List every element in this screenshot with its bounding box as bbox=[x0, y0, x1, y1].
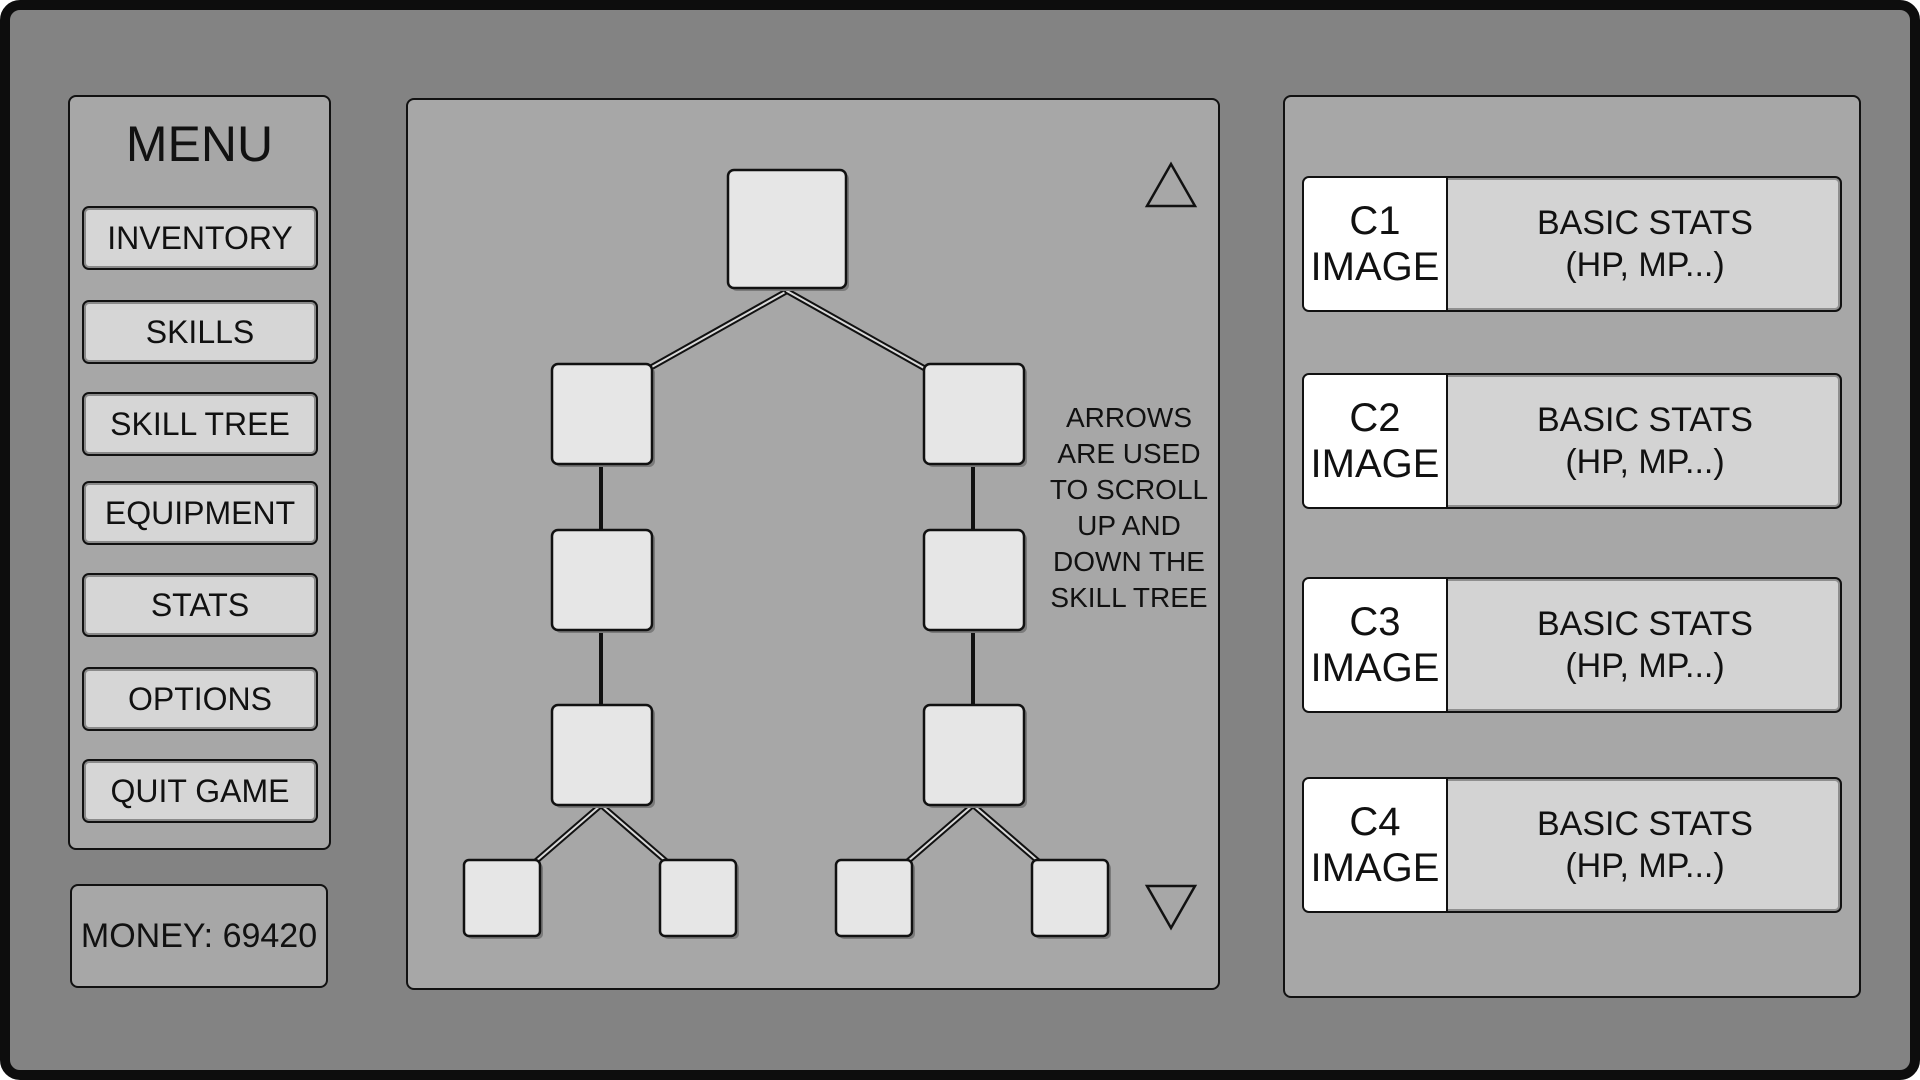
stats-detail: (HP, MP...) bbox=[1565, 443, 1725, 481]
character-portrait: C4 IMAGE bbox=[1304, 779, 1448, 911]
skill-node-right-3[interactable] bbox=[922, 703, 1027, 808]
stats-button[interactable]: STATS bbox=[82, 573, 318, 637]
skill-tree-button[interactable]: SKILL TREE bbox=[82, 392, 318, 456]
skill-node-right-4b[interactable] bbox=[1030, 858, 1111, 939]
stats-detail: (HP, MP...) bbox=[1565, 847, 1725, 885]
menu-title: MENU bbox=[125, 116, 274, 172]
options-button[interactable]: OPTIONS bbox=[82, 667, 318, 731]
stats-title: BASIC STATS bbox=[1536, 605, 1753, 643]
skill-node-left-2[interactable] bbox=[550, 528, 655, 633]
character-card-c3[interactable]: C3 IMAGE BASIC STATS (HP, MP...) bbox=[1302, 577, 1842, 713]
character-id: C1 bbox=[1349, 199, 1401, 243]
skill-node-left-4a[interactable] bbox=[462, 858, 543, 939]
stats-title: BASIC STATS bbox=[1536, 805, 1753, 843]
character-stats: BASIC STATS (HP, MP...) bbox=[1450, 579, 1840, 711]
quit-game-button[interactable]: QUIT GAME bbox=[82, 759, 318, 823]
character-id: C4 bbox=[1349, 800, 1401, 844]
scroll-hint-text: ARROWS ARE USED TO SCROLL UP AND DOWN TH… bbox=[1049, 402, 1209, 613]
inventory-button[interactable]: INVENTORY bbox=[82, 206, 318, 270]
skill-node-right-2[interactable] bbox=[922, 528, 1027, 633]
character-stats: BASIC STATS (HP, MP...) bbox=[1450, 779, 1840, 911]
triangle-up-icon[interactable] bbox=[1144, 161, 1198, 208]
money-display: MONEY: 69420 bbox=[70, 884, 328, 988]
skill-tree-links bbox=[532, 288, 1042, 865]
triangle-down-icon[interactable] bbox=[1144, 884, 1198, 931]
skill-node-left-3[interactable] bbox=[550, 703, 655, 808]
skill-node-right-1[interactable] bbox=[922, 362, 1027, 467]
stats-title: BASIC STATS bbox=[1536, 204, 1753, 242]
stats-detail: (HP, MP...) bbox=[1565, 246, 1725, 284]
character-id: C3 bbox=[1349, 600, 1401, 644]
skills-button[interactable]: SKILLS bbox=[82, 300, 318, 364]
skill-node-left-1[interactable] bbox=[550, 362, 655, 467]
character-card-c1[interactable]: C1 IMAGE BASIC STATS (HP, MP...) bbox=[1302, 176, 1842, 312]
character-card-c4[interactable]: C4 IMAGE BASIC STATS (HP, MP...) bbox=[1302, 777, 1842, 913]
character-portrait: C3 IMAGE bbox=[1304, 579, 1448, 711]
image-placeholder-label: IMAGE bbox=[1310, 245, 1440, 289]
stats-detail: (HP, MP...) bbox=[1565, 647, 1725, 685]
character-id: C2 bbox=[1349, 396, 1401, 440]
image-placeholder-label: IMAGE bbox=[1310, 646, 1440, 690]
character-stats: BASIC STATS (HP, MP...) bbox=[1450, 178, 1840, 310]
character-portrait: C2 IMAGE bbox=[1304, 375, 1448, 507]
character-card-c2[interactable]: C2 IMAGE BASIC STATS (HP, MP...) bbox=[1302, 373, 1842, 509]
character-stats: BASIC STATS (HP, MP...) bbox=[1450, 375, 1840, 507]
stats-title: BASIC STATS bbox=[1536, 401, 1753, 439]
equipment-button[interactable]: EQUIPMENT bbox=[82, 481, 318, 545]
image-placeholder-label: IMAGE bbox=[1310, 846, 1440, 890]
character-portrait: C1 IMAGE bbox=[1304, 178, 1448, 310]
skill-node-left-4b[interactable] bbox=[658, 858, 739, 939]
skill-node-right-4a[interactable] bbox=[834, 858, 915, 939]
skill-node-root[interactable] bbox=[726, 168, 849, 291]
image-placeholder-label: IMAGE bbox=[1310, 442, 1440, 486]
